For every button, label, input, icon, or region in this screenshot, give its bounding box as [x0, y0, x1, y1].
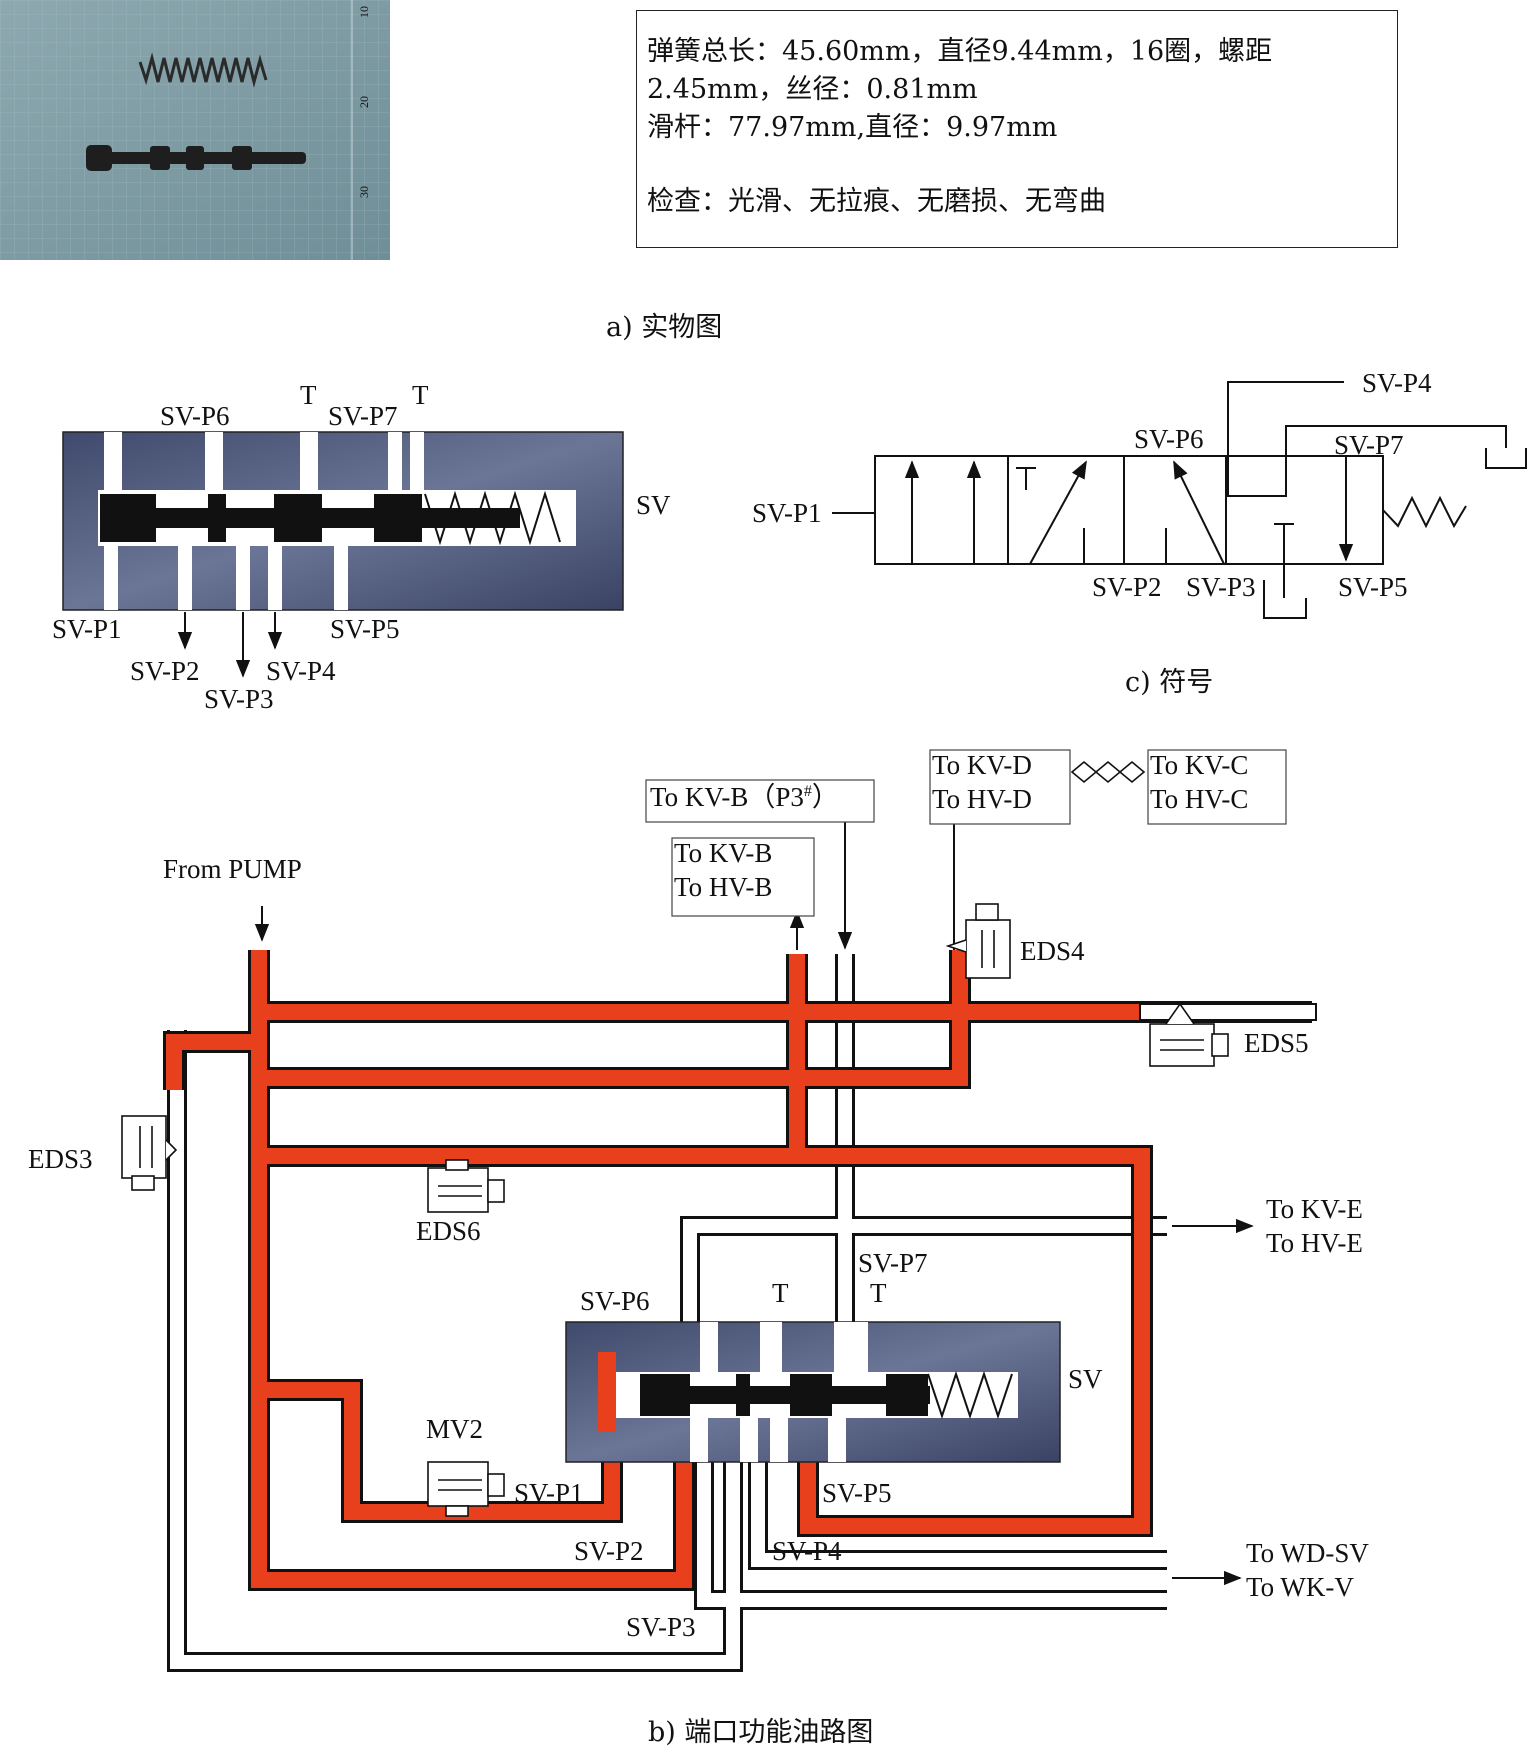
ruler-mark-10: 10	[357, 6, 371, 18]
sec-label-sv: SV	[636, 490, 671, 520]
circuit-arrows	[254, 798, 1254, 1586]
to-wkv-label: To WK-V	[1246, 1572, 1354, 1602]
valve-section-top-arrows	[177, 612, 283, 678]
caption-b: b) 端口功能油路图	[648, 1717, 874, 1748]
to-hvb-label: To HV-B	[674, 872, 772, 902]
destination-boxes	[645, 749, 1287, 917]
from-pump-label: From PUMP	[163, 854, 302, 884]
sec-label-p5: SV-P5	[330, 614, 400, 644]
spring-photo	[138, 52, 268, 88]
eds4-sensor	[945, 903, 1011, 979]
spec-line-3: 滑杆：77.97mm,直径：9.97mm	[647, 112, 1058, 143]
to-kvd-label: To KV-D	[932, 750, 1032, 780]
to-hvd-label: To HV-D	[932, 784, 1032, 814]
sec-label-t2: T	[412, 380, 429, 410]
sym-label-p3: SV-P3	[1186, 572, 1256, 602]
valve-symbol	[832, 381, 1527, 619]
sec-label-p6: SV-P6	[160, 401, 230, 431]
to-kve-label: To KV-E	[1266, 1194, 1363, 1224]
wiggle-link	[1070, 760, 1146, 784]
valve-section-top	[62, 431, 624, 611]
ruler-mark-30: 30	[357, 186, 371, 198]
spool-photo	[86, 145, 306, 171]
to-hve-label: To HV-E	[1266, 1228, 1363, 1258]
sec-label-p7: SV-P7	[328, 401, 398, 431]
sec-label-p4: SV-P4	[266, 656, 336, 686]
eds5-sensor	[1149, 1002, 1229, 1067]
cir-label-p1: SV-P1	[514, 1478, 584, 1508]
sym-label-p7: SV-P7	[1334, 430, 1404, 460]
to-kvc-label: To KV-C	[1150, 750, 1248, 780]
cir-label-p6: SV-P6	[580, 1286, 650, 1316]
cir-label-p7: SV-P7	[858, 1248, 928, 1278]
sym-label-p1: SV-P1	[752, 498, 822, 528]
ruler-mark-20: 20	[357, 96, 371, 108]
caption-c: c) 符号	[1125, 667, 1214, 698]
eds3-label: EDS3	[28, 1144, 93, 1174]
cir-label-t2: T	[870, 1278, 887, 1308]
eds3-sensor	[121, 1115, 178, 1191]
eds5-line-end	[1139, 1003, 1317, 1021]
spring-spool-photo: 10 20 30	[0, 0, 390, 260]
cir-label-p4: SV-P4	[772, 1536, 842, 1566]
kvb-p3-end: ）	[812, 782, 839, 812]
caption-a: a) 实物图	[606, 312, 723, 343]
kvb-p3-text: To KV-B（P3	[650, 782, 804, 812]
return-lines	[167, 954, 1312, 1672]
spec-line-2: 2.45mm，丝径：0.81mm	[647, 74, 978, 105]
spec-line-1: 弹簧总长：45.60mm，直径9.44mm，16圈，螺距	[647, 36, 1273, 67]
to-kvb-p3-label: To KV-B（P3#）	[650, 782, 839, 812]
cir-label-p2: SV-P2	[574, 1536, 644, 1566]
circuit-valve	[565, 1321, 1061, 1463]
to-kvb-label: To KV-B	[674, 838, 772, 868]
eds6-label: EDS6	[416, 1216, 481, 1246]
pressure-lines	[163, 950, 1312, 1591]
sec-label-p2: SV-P2	[130, 656, 200, 686]
eds4-label: EDS4	[1020, 936, 1085, 966]
eds6-sensor	[427, 1159, 505, 1213]
mv2-label: MV2	[426, 1414, 483, 1444]
sym-label-p6: SV-P6	[1134, 424, 1204, 454]
spec-line-4: 检查：光滑、无拉痕、无磨损、无弯曲	[647, 186, 1106, 217]
cir-label-sv: SV	[1068, 1364, 1103, 1394]
sym-label-p5: SV-P5	[1338, 572, 1408, 602]
to-wdsv-label: To WD-SV	[1246, 1538, 1369, 1568]
sym-label-p2: SV-P2	[1092, 572, 1162, 602]
sec-label-t1: T	[300, 380, 317, 410]
mv2-solenoid	[427, 1461, 505, 1517]
cir-label-p5: SV-P5	[822, 1478, 892, 1508]
to-hvc-label: To HV-C	[1150, 784, 1248, 814]
sec-label-p3: SV-P3	[204, 684, 274, 714]
cir-label-t1: T	[772, 1278, 789, 1308]
spec-box: 弹簧总长：45.60mm，直径9.44mm，16圈，螺距 2.45mm，丝径：0…	[636, 10, 1398, 248]
kvb-p3-sup: #	[804, 783, 812, 800]
eds5-label: EDS5	[1244, 1028, 1309, 1058]
cir-label-p3: SV-P3	[626, 1612, 696, 1642]
sec-label-p1: SV-P1	[52, 614, 122, 644]
sym-label-p4: SV-P4	[1362, 368, 1432, 398]
